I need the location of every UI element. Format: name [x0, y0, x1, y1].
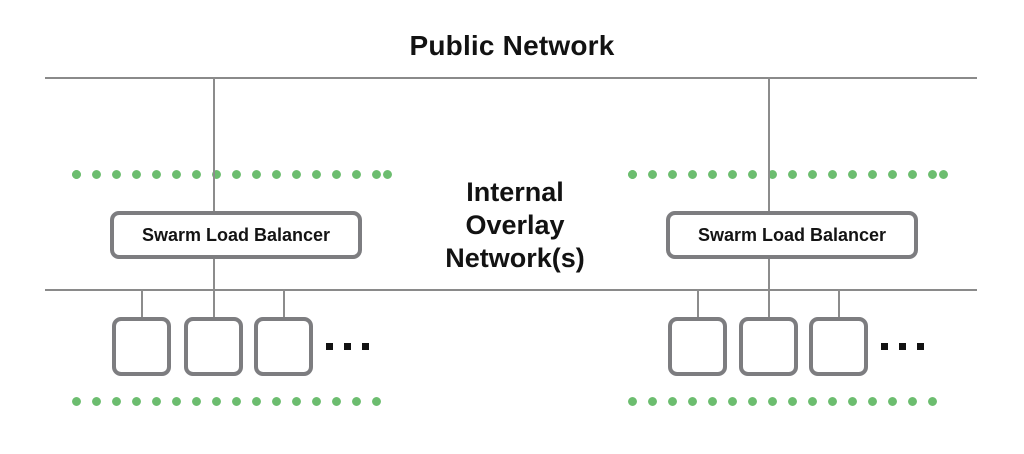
overlay-network-left: [72, 170, 392, 406]
swarm-load-balancer-left: Swarm Load Balancer: [110, 211, 362, 259]
overlay-border-left-left: [72, 170, 81, 406]
node-network-line: [45, 289, 977, 291]
ellipsis-dot: [881, 343, 888, 350]
public-network-line: [45, 77, 977, 79]
overlay-border-bottom-right: [628, 397, 948, 406]
task-container-left-2: [184, 317, 243, 376]
connector-network-to-task-left-3: [283, 289, 285, 318]
overlay-border-top-left: [72, 170, 392, 179]
overlay-border-right-left: [383, 170, 392, 406]
overlay-border-right-right: [939, 170, 948, 406]
overlay-network-label-line1: Internal: [466, 177, 564, 207]
overlay-network-label: Internal Overlay Network(s): [400, 176, 630, 275]
connector-public-to-lb-right: [768, 77, 770, 212]
ellipsis-dot: [899, 343, 906, 350]
ellipsis-dot: [326, 343, 333, 350]
swarm-load-balancer-right: Swarm Load Balancer: [666, 211, 918, 259]
ellipsis-dot: [917, 343, 924, 350]
task-container-left-1: [112, 317, 171, 376]
task-container-left-3: [254, 317, 313, 376]
task-ellipsis-right: [881, 343, 924, 350]
connector-network-to-task-right-3: [838, 289, 840, 318]
overlay-border-bottom-left: [72, 397, 392, 406]
task-container-right-3: [809, 317, 868, 376]
swarm-load-balancer-label-left: Swarm Load Balancer: [141, 224, 331, 245]
swarm-load-balancer-label-right: Swarm Load Balancer: [697, 224, 887, 245]
connector-network-to-task-right-2: [768, 289, 770, 318]
task-container-right-2: [739, 317, 798, 376]
page-title: Public Network: [409, 30, 615, 61]
connector-network-to-task-right-1: [697, 289, 699, 318]
ellipsis-dot: [362, 343, 369, 350]
task-ellipsis-left: [326, 343, 369, 350]
overlay-network-right: [628, 170, 948, 406]
overlay-network-label-line2: Overlay: [465, 210, 565, 240]
overlay-border-top-right: [628, 170, 948, 179]
connector-lb-to-network-left: [213, 258, 215, 291]
ellipsis-dot: [344, 343, 351, 350]
connector-lb-to-network-right: [768, 258, 770, 291]
overlay-network-label-line3: Network(s): [445, 243, 585, 273]
overlay-border-left-right: [628, 170, 637, 406]
task-container-right-1: [668, 317, 727, 376]
connector-network-to-task-left-2: [213, 289, 215, 318]
connector-network-to-task-left-1: [141, 289, 143, 318]
connector-public-to-lb-left: [213, 77, 215, 212]
